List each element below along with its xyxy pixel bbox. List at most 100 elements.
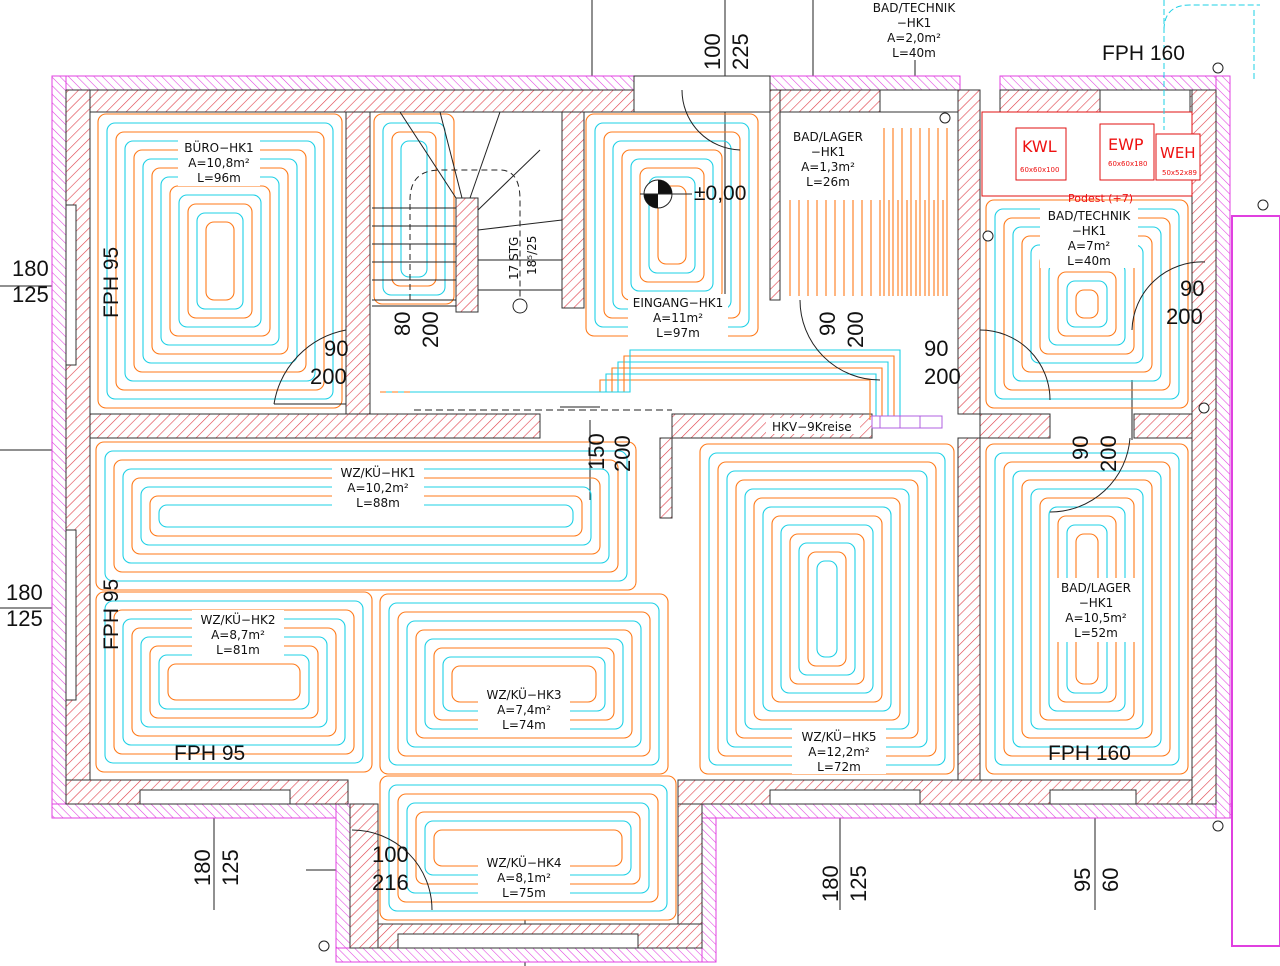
heating-pipe xyxy=(415,629,633,739)
heating-pipe xyxy=(379,593,669,775)
room-label-wzk1: WZ/KÜ−HK1 A=10,2m² L=88m xyxy=(332,462,424,510)
label-line: A=10,5m² xyxy=(1065,611,1127,625)
heating-pipe xyxy=(169,185,271,337)
label-line: L=26m xyxy=(806,175,850,189)
heating-pipe xyxy=(1066,280,1108,328)
heating-pipe xyxy=(657,185,687,265)
dim-text: 90 xyxy=(1068,436,1093,460)
heating-pipe xyxy=(115,131,325,391)
heating-pipe xyxy=(106,122,334,400)
heating-pipe xyxy=(789,533,865,685)
label-line: L=88m xyxy=(356,496,400,510)
label-line: A=11m² xyxy=(653,311,703,325)
label-line: L=96m xyxy=(197,171,241,185)
dim-text: 180 xyxy=(6,580,43,605)
room-label-eingang: EINGANG−HK1 A=11m² L=97m xyxy=(628,294,728,342)
heating-pipe xyxy=(397,611,651,757)
heating-pipe xyxy=(382,122,446,296)
dim-text: 100 xyxy=(700,33,725,70)
label-line: −HK1 xyxy=(897,16,932,30)
room-label-wzk5: WZ/KÜ−HK5 A=12,2m² L=72m xyxy=(792,728,886,774)
heating-pipe xyxy=(391,131,437,287)
label-line: BÜRO−HK1 xyxy=(184,139,253,155)
label-line: L=40m xyxy=(1067,254,1111,268)
room-label-bad-technik: BAD/TECHNIK −HK1 A=7m² L=40m xyxy=(1040,206,1138,268)
label-line: −HK1 xyxy=(811,145,846,159)
weh-label: WEH xyxy=(1160,144,1196,162)
label-line: L=72m xyxy=(817,760,861,774)
fph95-bottom-label: FPH 95 xyxy=(174,742,245,765)
label-line: EINGANG−HK1 xyxy=(633,296,723,310)
heating-pipe xyxy=(780,524,874,694)
label-line: L=81m xyxy=(216,643,260,657)
heating-pipe xyxy=(726,470,928,748)
label-line: L=52m xyxy=(1074,626,1118,640)
reference-markers xyxy=(318,62,1269,952)
heating-pipe xyxy=(708,452,946,766)
heating-pipe xyxy=(1030,488,1144,730)
dim-text: 200 xyxy=(1096,435,1121,472)
heating-pipe xyxy=(410,349,901,420)
dim-text: 150 xyxy=(584,433,609,470)
heating-pipe xyxy=(113,459,619,573)
label-line: WZ/KÜ−HK2 xyxy=(200,611,275,627)
fph95-upper-label: FPH 95 xyxy=(100,247,123,318)
heating-pipe xyxy=(985,199,1189,409)
stairs-count-label: 17 STG xyxy=(507,237,521,280)
label-line: A=10,2m² xyxy=(347,481,409,495)
weh-size: 50x52x89 xyxy=(1162,169,1197,177)
heating-pipe xyxy=(104,450,628,582)
heating-pipe xyxy=(753,497,901,721)
heating-pipe xyxy=(95,591,373,773)
label-line: BAD/LAGER xyxy=(1061,581,1131,595)
heating-pipe xyxy=(1039,253,1135,355)
label-line: A=8,1m² xyxy=(497,871,551,885)
podest-label: Podest (+7) xyxy=(1068,192,1133,205)
label-line: L=40m xyxy=(892,46,936,60)
heating-pipe xyxy=(167,663,301,701)
heating-pipe xyxy=(648,176,696,274)
room-label-bad-technik-top: BAD/TECHNIK −HK1 A=2,0m² L=40m xyxy=(873,1,957,60)
heating-pipe xyxy=(398,361,889,420)
fph160-top-label: FPH 160 xyxy=(1102,42,1185,65)
heating-pipe xyxy=(798,542,856,676)
dim-text: 200 xyxy=(310,364,347,389)
level-label: ±0,00 xyxy=(694,182,746,205)
heating-pipe xyxy=(807,551,847,667)
doors xyxy=(273,89,1206,911)
room-label-wzk2: WZ/KÜ−HK2 A=8,7m² L=81m xyxy=(192,610,284,658)
label-line: A=2,0m² xyxy=(887,31,941,45)
room-label-buero: BÜRO−HK1 A=10,8m² L=96m xyxy=(178,138,260,186)
heating-pipe xyxy=(639,167,705,283)
label-line: BAD/LAGER xyxy=(793,130,863,144)
heating-pipe xyxy=(97,113,343,409)
heating-pipe xyxy=(158,654,310,710)
label-line: L=75m xyxy=(502,886,546,900)
heating-pipe xyxy=(397,793,659,903)
heating-pipe xyxy=(994,452,1180,766)
dim-text: 125 xyxy=(846,865,871,902)
label-line: A=8,7m² xyxy=(211,628,265,642)
heating-pipe xyxy=(630,158,714,292)
label-line: A=7m² xyxy=(1068,239,1111,253)
window-frames xyxy=(65,75,1191,949)
heating-pipe xyxy=(717,461,937,757)
heating-pipe xyxy=(699,443,955,775)
heating-pipe xyxy=(392,367,883,420)
dim-text: 95 xyxy=(1070,868,1095,892)
heating-pipe xyxy=(406,620,642,748)
manifold xyxy=(871,415,943,429)
label-line: WZ/KÜ−HK4 xyxy=(486,854,561,870)
dim-text: 90 xyxy=(924,336,948,361)
label-line: BAD/TECHNIK xyxy=(1048,209,1132,223)
heating-pipe xyxy=(621,149,723,301)
heating-pipe xyxy=(400,140,428,278)
insulation xyxy=(51,75,1233,963)
heating-pipe xyxy=(196,212,244,310)
dim-text: 90 xyxy=(324,336,348,361)
heating-pipe xyxy=(142,158,298,364)
room-label-wzk4: WZ/KÜ−HK4 A=8,1m² L=75m xyxy=(478,854,570,900)
heating-pipe xyxy=(762,506,892,712)
heating-pipe xyxy=(816,560,838,658)
